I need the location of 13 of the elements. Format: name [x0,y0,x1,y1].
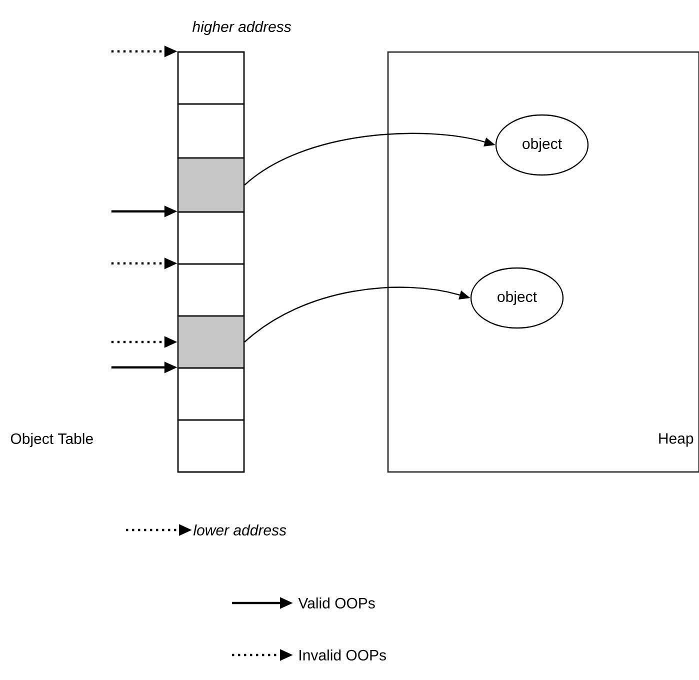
table-cell [177,211,245,265]
table-title: Object Table [10,433,93,447]
table-cell [177,51,245,105]
heap-box [387,51,699,473]
table-cell [177,367,245,421]
legend-text: Valid OOPs [298,597,375,608]
table-cell [177,315,245,369]
heap-title: Heap [659,433,694,447]
table-cell [177,157,245,213]
address-label: lower address [193,524,286,536]
table-cell [177,419,245,473]
legend-text: Invalid OOPs [300,649,386,660]
address-label: higher address [192,21,292,35]
